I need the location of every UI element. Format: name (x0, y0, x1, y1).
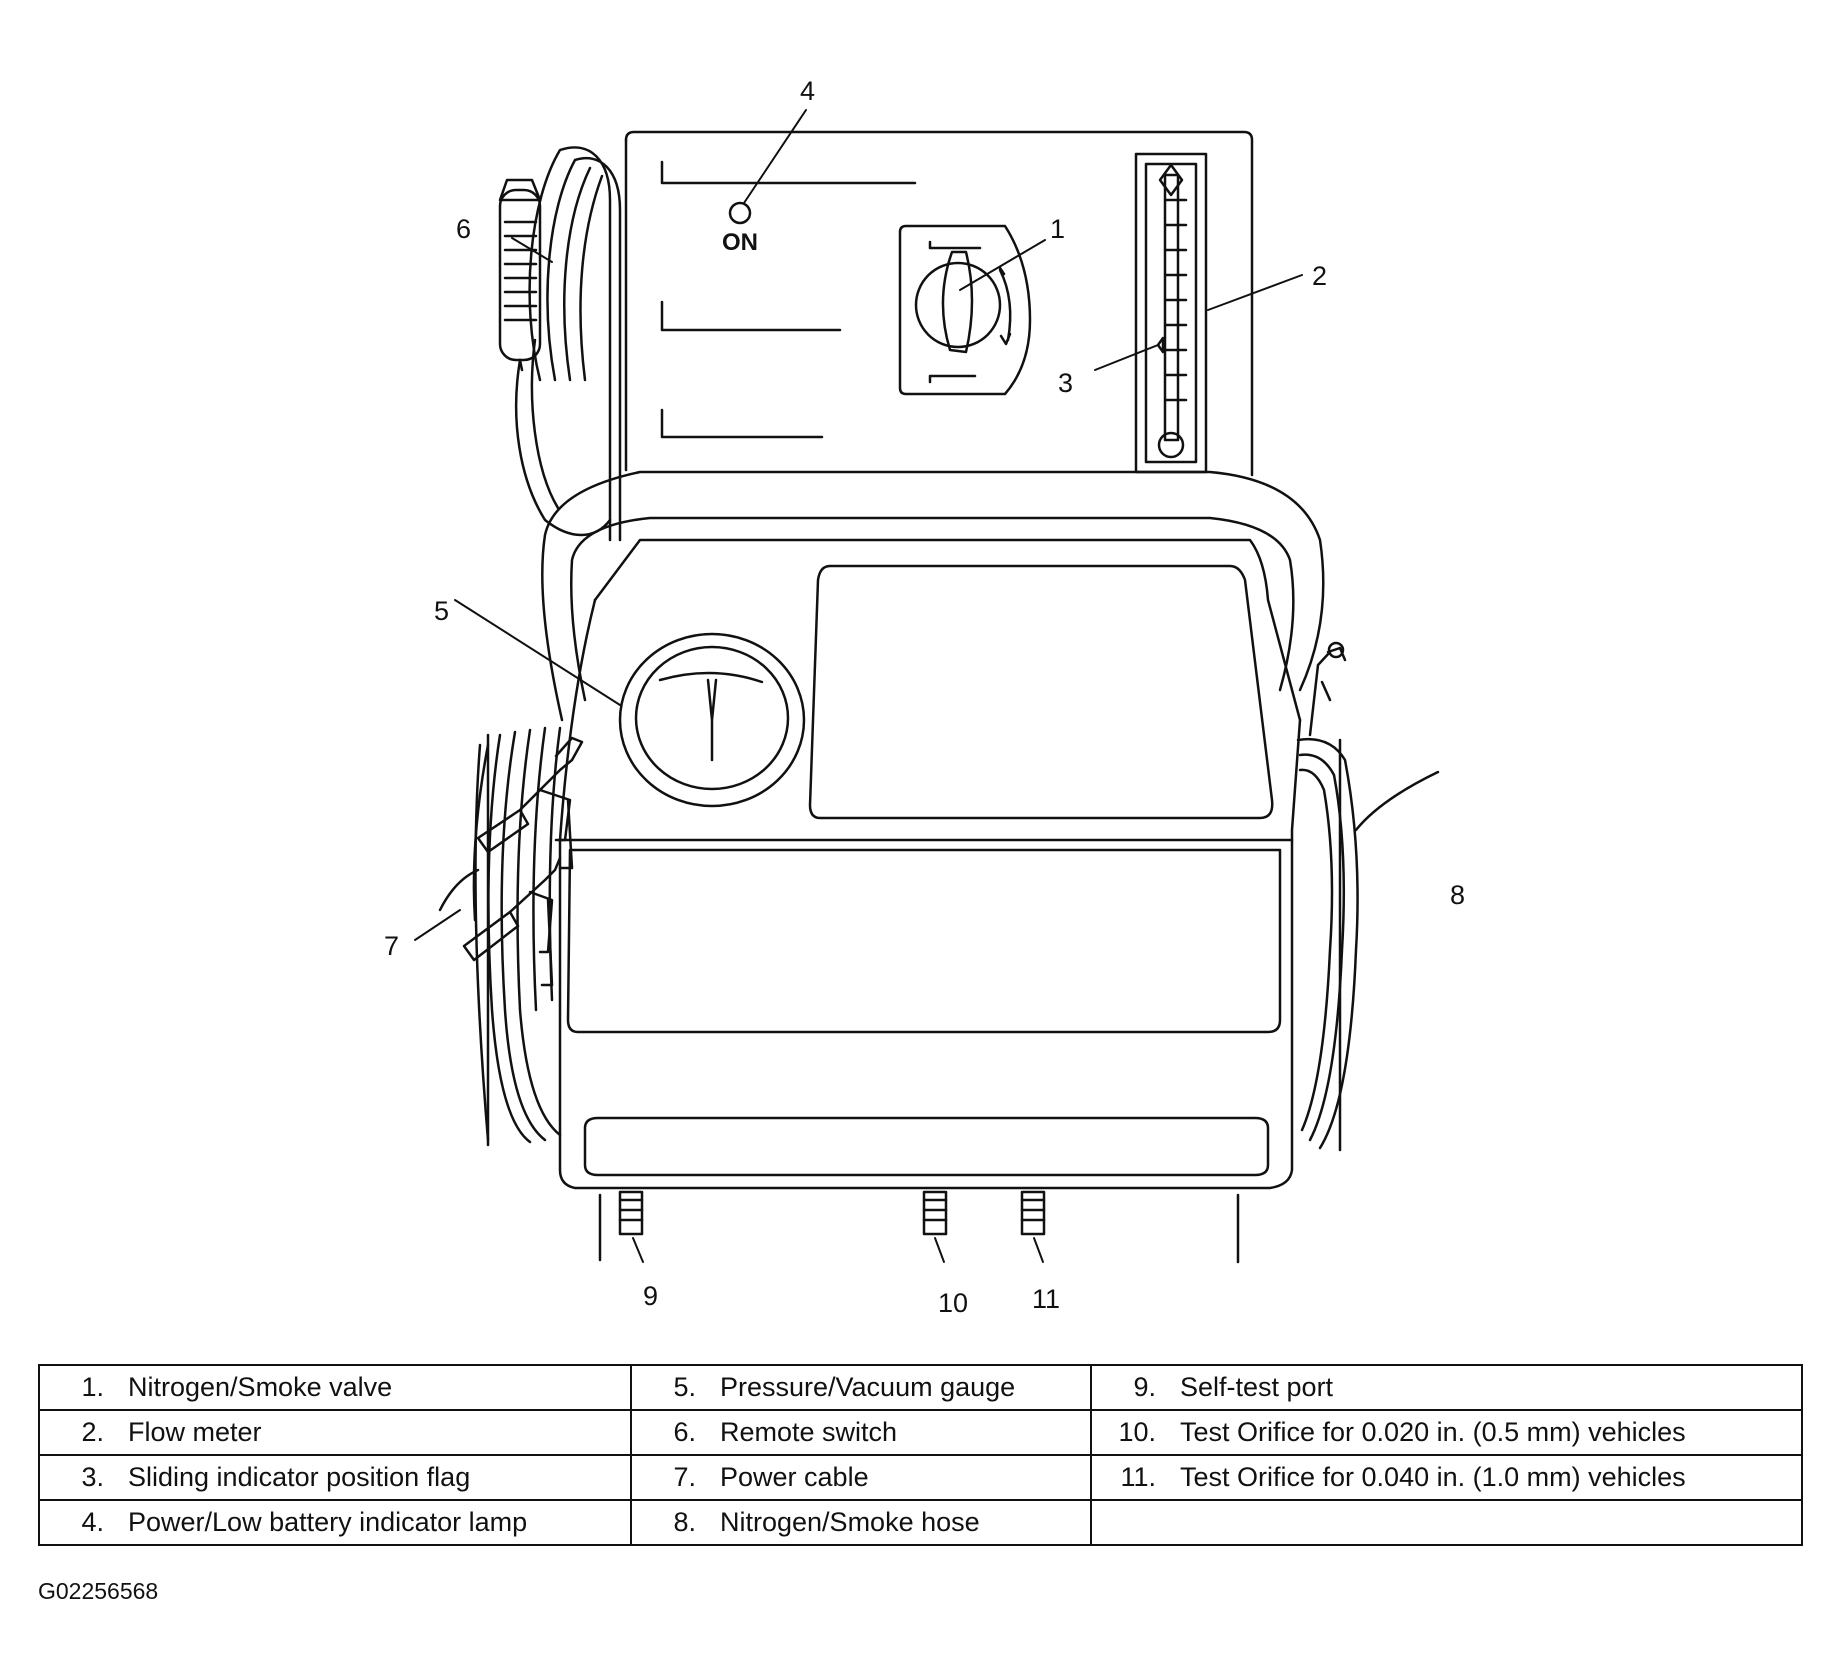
callout-8: 8 (1450, 880, 1465, 910)
legend-cell: 5.Pressure/Vacuum gauge (630, 1364, 1092, 1411)
power-indicator-lamp (728, 201, 752, 225)
callout-10: 10 (938, 1288, 968, 1318)
figure-id: G02256568 (38, 1578, 159, 1604)
callout-5: 5 (434, 596, 449, 626)
remote-switch (498, 178, 542, 372)
callout-2: 2 (1312, 261, 1327, 291)
callout-1: 1 (1050, 214, 1065, 244)
test-orifice-040 (1020, 1190, 1046, 1236)
legend-cell: 10.Test Orifice for 0.020 in. (0.5 mm) v… (1090, 1409, 1803, 1456)
callout-7: 7 (384, 931, 399, 961)
legend-row: 2.Flow meter 6.Remote switch 10.Test Ori… (38, 1409, 1803, 1456)
legend-row: 1.Nitrogen/Smoke valve 5.Pressure/Vacuum… (38, 1364, 1803, 1411)
tester-diagram: ON (384, 76, 1465, 1318)
legend-cell: 11.Test Orifice for 0.040 in. (1.0 mm) v… (1090, 1454, 1803, 1501)
legend-row: 3.Sliding indicator position flag 7.Powe… (38, 1454, 1803, 1501)
battery-clips (438, 736, 584, 987)
legend-cell: 6.Remote switch (630, 1409, 1092, 1456)
legend-cell: 7.Power cable (630, 1454, 1092, 1501)
callout-11: 11 (1032, 1284, 1060, 1314)
legend-cell: 9.Self-test port (1090, 1364, 1803, 1411)
remote-switch-hose (514, 146, 622, 542)
legend-cell: 1.Nitrogen/Smoke valve (38, 1364, 632, 1411)
test-orifice-020 (922, 1190, 948, 1236)
callout-6: 6 (456, 214, 471, 244)
on-label: ON (722, 229, 758, 256)
legend-cell: 2.Flow meter (38, 1409, 632, 1456)
self-test-port (618, 1190, 644, 1236)
legend-cell: 8.Nitrogen/Smoke hose (630, 1499, 1092, 1546)
legend-table: 1.Nitrogen/Smoke valve 5.Pressure/Vacuum… (38, 1364, 1803, 1546)
callout-3: 3 (1058, 368, 1073, 398)
control-panel (624, 130, 1254, 477)
flow-meter (1134, 152, 1208, 474)
nitrogen-smoke-valve (898, 224, 1032, 396)
legend-row: 4.Power/Low battery indicator lamp 8.Nit… (38, 1499, 1803, 1546)
pressure-vacuum-gauge (618, 632, 806, 808)
carrying-handle (541, 470, 1325, 722)
leader-lines (414, 109, 1303, 1263)
legend-cell: 4.Power/Low battery indicator lamp (38, 1499, 632, 1546)
nitrogen-smoke-hose (1296, 641, 1440, 1152)
callout-9: 9 (643, 1281, 658, 1311)
callout-4: 4 (800, 76, 815, 106)
legend-cell (1090, 1499, 1803, 1546)
legend-cell: 3.Sliding indicator position flag (38, 1454, 632, 1501)
power-cable-coils (472, 726, 562, 1147)
tester-body (558, 538, 1302, 1264)
